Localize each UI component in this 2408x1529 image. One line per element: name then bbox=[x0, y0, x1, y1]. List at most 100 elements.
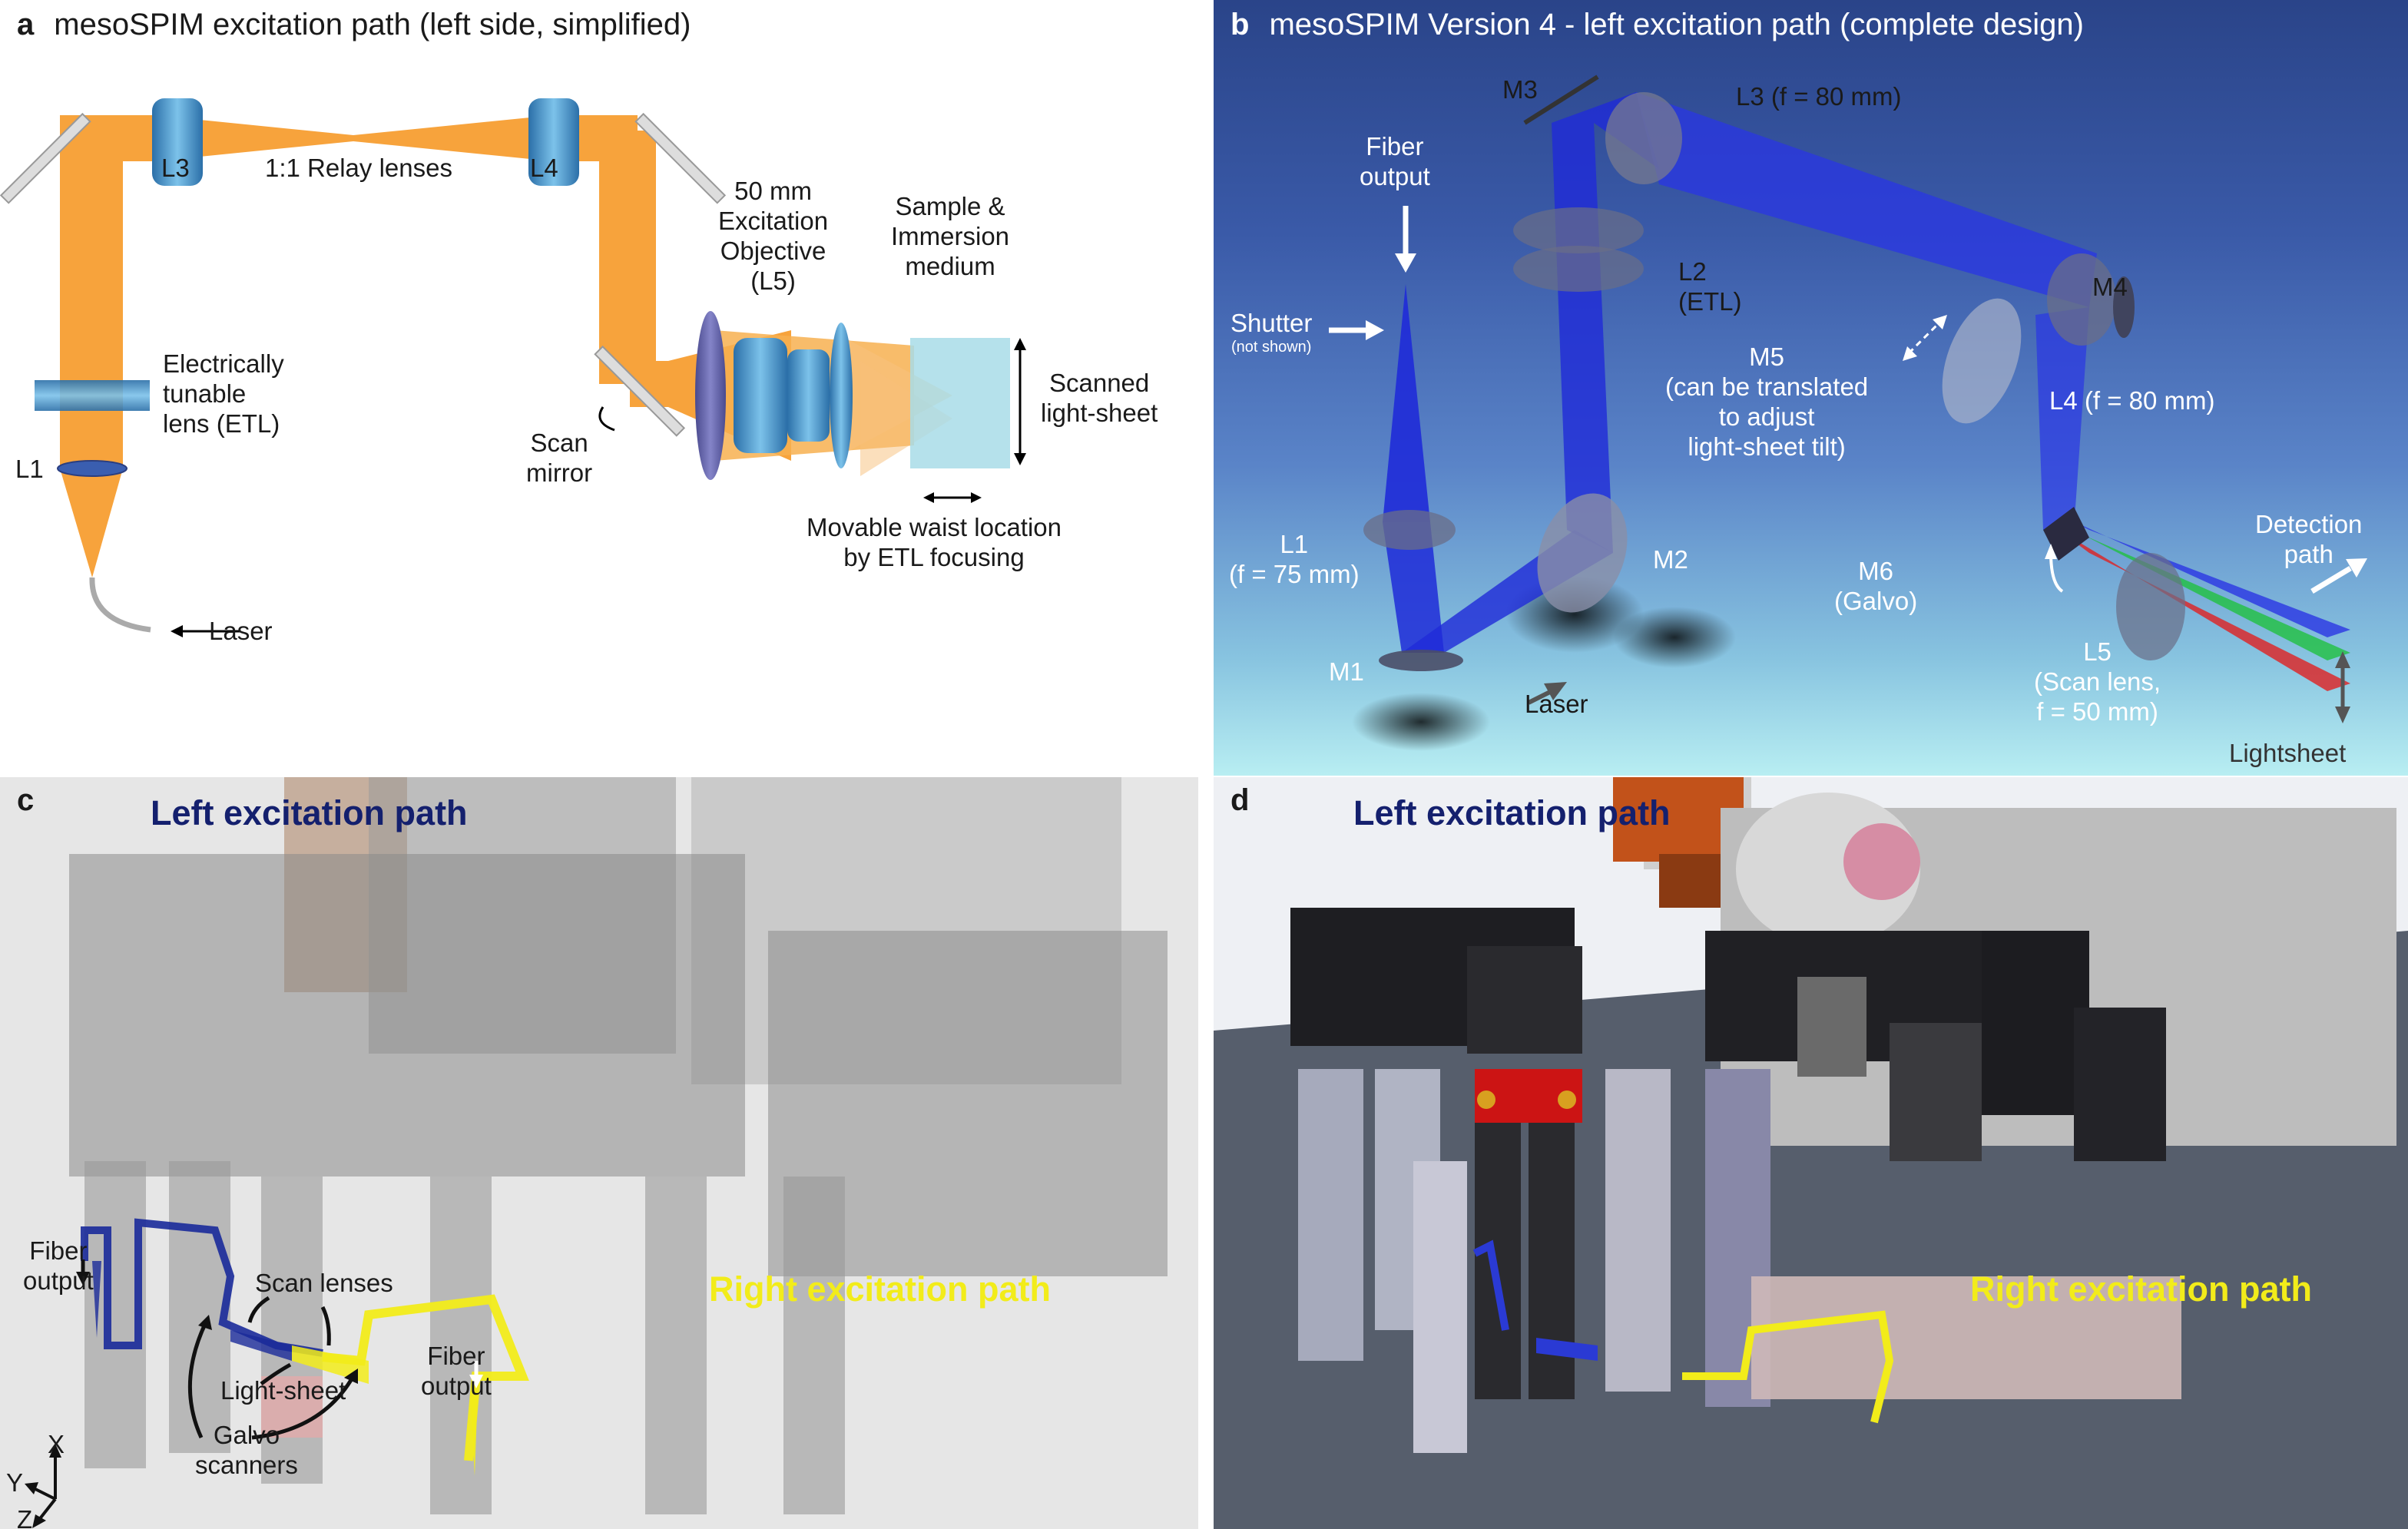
label-objective-4: (L5) bbox=[750, 266, 796, 295]
label-m5-3: to adjust bbox=[1718, 402, 1815, 431]
label-objective: 50 mm Excitation Objective (L5) bbox=[718, 177, 828, 296]
label-shutter-text: Shutter bbox=[1230, 309, 1313, 337]
left-beam-path-d bbox=[1472, 1239, 1509, 1331]
label-l1-f75: L1 (f = 75 mm) bbox=[1229, 530, 1360, 590]
label-l5-scan-lens: L5 (Scan lens, f = 50 mm) bbox=[2034, 637, 2161, 727]
label-fiber-right-1: Fiber bbox=[427, 1342, 485, 1370]
label-objective-1: 50 mm bbox=[734, 177, 812, 205]
panel-letter-a: a bbox=[17, 8, 35, 41]
label-l5-2: (Scan lens, bbox=[2034, 667, 2161, 696]
right-beam-path-d bbox=[1682, 1310, 1894, 1424]
lens-objective-3 bbox=[787, 349, 830, 442]
label-laser: Laser bbox=[209, 617, 273, 645]
m6-galvo bbox=[2043, 507, 2089, 561]
lens-objective-2 bbox=[734, 338, 787, 453]
ray-m2-m3 bbox=[1552, 123, 1613, 553]
label-l1-1: L1 bbox=[1280, 530, 1309, 558]
lens-l3 bbox=[152, 98, 203, 186]
label-scan-mirror-2: mirror bbox=[526, 458, 593, 487]
panel-b-diagram bbox=[1329, 74, 2367, 751]
lens-objective-4 bbox=[830, 323, 853, 468]
axis-z-label: Z bbox=[17, 1505, 33, 1529]
ray-m6-l5-red bbox=[2059, 530, 2350, 691]
label-l5-1: L5 bbox=[2083, 637, 2112, 666]
label-objective-2: Excitation bbox=[718, 206, 829, 235]
ray-m4-m6 bbox=[2035, 307, 2089, 530]
label-fiber-output: Fiber output bbox=[1360, 132, 1430, 192]
label-etl: Electrically tunable lens (ETL) bbox=[163, 349, 284, 439]
label-not-shown: (not shown) bbox=[1230, 338, 1312, 356]
panel-c-diagram bbox=[25, 777, 1168, 1528]
ray-m6-l5-blue bbox=[2059, 515, 2350, 637]
label-sample-3: medium bbox=[905, 251, 995, 280]
label-l4-f80: L4 (f = 80 mm) bbox=[2049, 386, 2215, 415]
lens-l4 bbox=[528, 98, 579, 186]
axis-x-label: X bbox=[48, 1430, 65, 1458]
beam-cone-l1 bbox=[60, 468, 123, 578]
label-scan-mirror-1: Scan bbox=[530, 429, 588, 457]
label-detection-path: Detection path bbox=[2255, 510, 2362, 570]
label-galvo-scanners: Galvo scanners bbox=[195, 1421, 298, 1481]
label-l1: L1 bbox=[15, 455, 44, 483]
label-m3: M3 bbox=[1502, 75, 1538, 104]
m5-mirror bbox=[1942, 298, 2022, 424]
label-l2-1: L2 bbox=[1678, 257, 1707, 286]
label-detection-2: path bbox=[2284, 539, 2333, 568]
label-l3: L3 bbox=[161, 154, 190, 182]
label-lightsheet: Lightsheet bbox=[2229, 739, 2347, 767]
mirror-top-left bbox=[0, 112, 91, 204]
panel-b: b mesoSPIM Version 4 - left excitation pa… bbox=[1214, 0, 2408, 776]
label-shutter: Shutter (not shown) bbox=[1230, 309, 1312, 357]
ray-l3-m4 bbox=[1636, 92, 2097, 307]
label-l4: L4 bbox=[530, 154, 558, 182]
l5-lens bbox=[2116, 553, 2185, 660]
label-l3-f80: L3 (f = 80 mm) bbox=[1736, 82, 1902, 111]
label-waist: Movable waist location by ETL focusing bbox=[807, 513, 1062, 573]
label-fiber-output-left: Fiber output bbox=[23, 1236, 94, 1296]
label-scanned: Scanned light-sheet bbox=[1041, 369, 1158, 429]
label-m2: M2 bbox=[1653, 545, 1688, 574]
label-m5: M5 (can be translated to adjust light-sh… bbox=[1665, 343, 1868, 462]
label-laser-b: Laser bbox=[1525, 690, 1588, 718]
l2-lens-b bbox=[1513, 246, 1644, 292]
label-l2-2: (ETL) bbox=[1678, 286, 1742, 316]
left-excitation-path-label-d: Left excitation path bbox=[1353, 793, 1671, 832]
l3-lens bbox=[1605, 92, 1682, 184]
label-waist-2: by ETL focusing bbox=[843, 542, 1025, 571]
label-scan-lenses: Scan lenses bbox=[255, 1269, 393, 1297]
right-excitation-path-label: Right excitation path bbox=[709, 1269, 1052, 1309]
label-l2-etl: L2 (ETL) bbox=[1678, 257, 1742, 317]
label-detection-1: Detection bbox=[2255, 510, 2363, 538]
label-waist-1: Movable waist location bbox=[807, 513, 1062, 541]
label-fiber-left-1: Fiber bbox=[29, 1236, 88, 1265]
panel-c: c Left excitation path Fiber output Scan… bbox=[0, 777, 1198, 1529]
label-fiber-output-right: Fiber output bbox=[421, 1342, 492, 1402]
panel-a-diagram bbox=[0, 98, 1026, 637]
label-etl-1: Electrically bbox=[163, 349, 284, 378]
panel-d-diagram bbox=[1214, 777, 2408, 1529]
label-scanned-2: light-sheet bbox=[1041, 398, 1158, 427]
panel-d: d Left excitation path Right excitation … bbox=[1214, 777, 2408, 1529]
axis-y-line bbox=[31, 1486, 56, 1501]
m3-mirror bbox=[1523, 74, 1599, 125]
panel-c-letter: c bbox=[17, 783, 54, 818]
axis-y-label: Y bbox=[6, 1468, 24, 1497]
label-scan-mirror: Scan mirror bbox=[526, 429, 592, 488]
ray-m6-l5-green bbox=[2059, 522, 2350, 660]
label-m4: M4 bbox=[2092, 273, 2128, 301]
label-galvo-1: Galvo bbox=[213, 1421, 280, 1449]
sample-cuvette bbox=[910, 338, 1010, 468]
scan-mirror-arrow bbox=[598, 406, 615, 432]
panel-b-title-text: mesoSPIM Version 4 - left excitation pat… bbox=[1269, 8, 2084, 41]
label-l5-3: f = 50 mm) bbox=[2036, 697, 2158, 726]
label-m6-2: (Galvo) bbox=[1834, 586, 1918, 615]
label-sample-1: Sample & bbox=[895, 192, 1005, 220]
left-excitation-path-label: Left excitation path bbox=[151, 793, 468, 832]
m4-plate bbox=[2113, 276, 2135, 338]
label-etl-3: lens (ETL) bbox=[163, 409, 280, 438]
right-excitation-path-label-d: Right excitation path bbox=[1970, 1269, 2313, 1309]
label-m5-2: (can be translated bbox=[1665, 372, 1869, 401]
panel-letter-b: b bbox=[1230, 8, 1250, 41]
pink-knob bbox=[1843, 823, 1920, 900]
